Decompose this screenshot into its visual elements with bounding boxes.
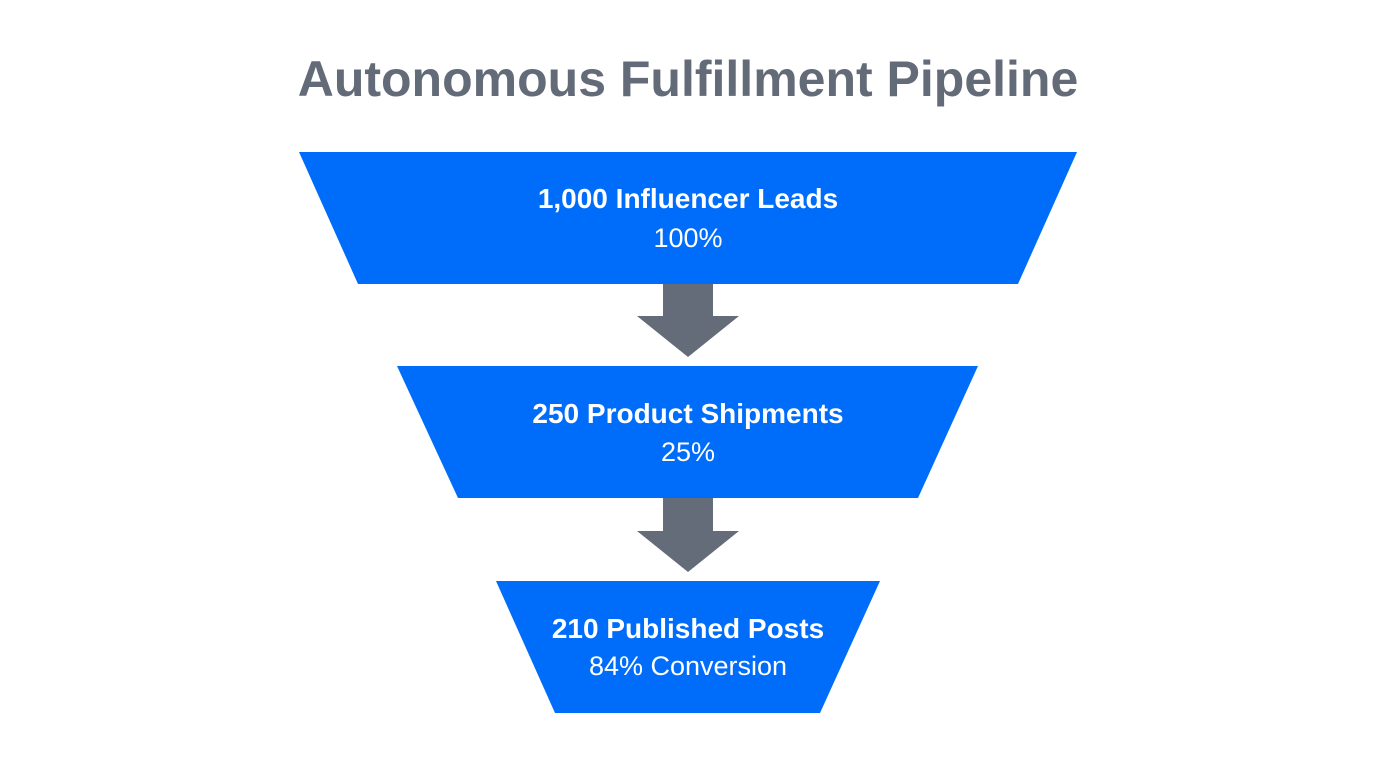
funnel-stage-2 bbox=[397, 366, 978, 498]
arrow-down-icon bbox=[637, 498, 739, 572]
stage-2-value: 25% bbox=[660, 437, 716, 467]
stage-1-label: 1,000 Influencer Leads bbox=[537, 183, 839, 214]
page-title: Autonomous Fulfillment Pipeline bbox=[297, 51, 1079, 107]
funnel-stage-3 bbox=[496, 581, 880, 713]
stage-3-value: 84% Conversion bbox=[588, 651, 788, 681]
arrow-down-icon bbox=[637, 284, 739, 357]
stage-1-value: 100% bbox=[653, 223, 723, 253]
stage-3-label: 210 Published Posts bbox=[551, 613, 825, 644]
stage-2-label: 250 Product Shipments bbox=[532, 398, 844, 429]
funnel-stage-1 bbox=[299, 152, 1077, 284]
